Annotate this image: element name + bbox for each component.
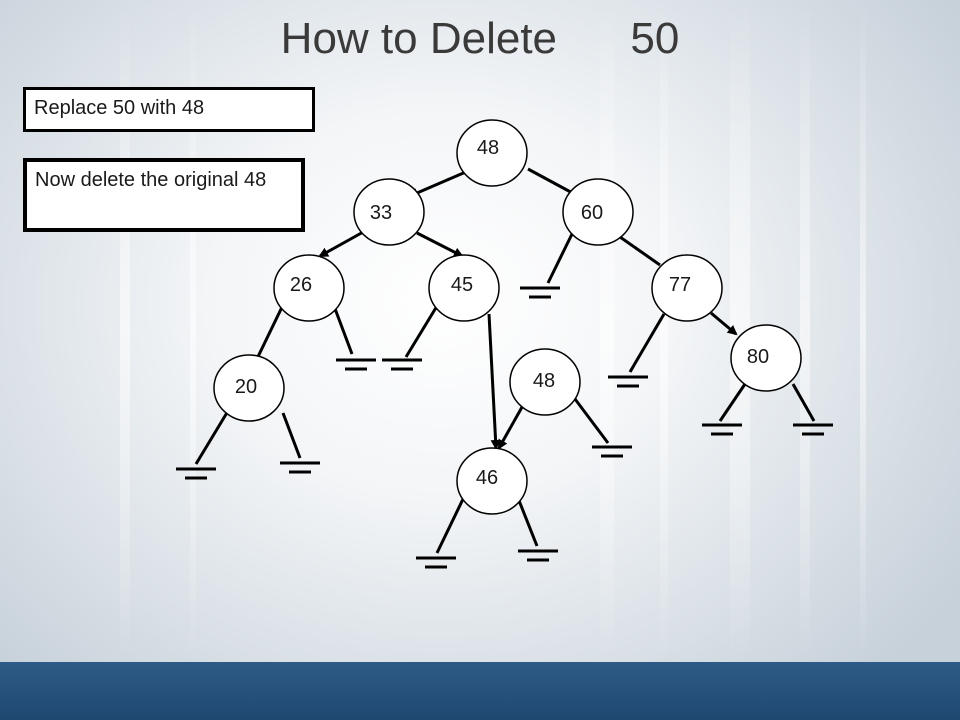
tree-node-label: 45 <box>451 274 473 296</box>
slide-title: How to Delete 50 <box>280 14 680 63</box>
null-pointer-ground-icon <box>520 233 574 299</box>
null-pointer-ground-icon <box>516 497 558 562</box>
edges-layer <box>252 167 738 450</box>
tree-node-circle <box>456 119 528 187</box>
tree-node-45: 45 <box>428 254 500 322</box>
tree-node-label: 26 <box>290 274 312 296</box>
tree-node-33: 33 <box>353 178 425 246</box>
tree-node-circle <box>353 178 425 246</box>
tree-node-label: 77 <box>669 274 691 296</box>
binary-search-tree-diagram: 48 33 60 26 45 77 80 20 48 46 <box>176 119 833 569</box>
edge-77-80 <box>710 311 738 336</box>
tree-node-circle <box>651 254 723 322</box>
tree-node-circle <box>562 178 634 246</box>
edge-48-33 <box>408 169 469 198</box>
null-pointer-ground-icon <box>573 398 632 458</box>
tree-node-label: 80 <box>747 346 769 368</box>
tree-node-label: 48 <box>533 370 555 392</box>
null-pointer-ground-icon <box>280 412 320 474</box>
tree-node-label: 20 <box>235 376 257 398</box>
note-delete-box: Now delete the original 48 <box>23 158 305 232</box>
tree-node-60: 60 <box>562 178 634 246</box>
edge-33-26 <box>318 229 366 258</box>
tree-node-circle <box>509 348 581 416</box>
edge-26-20 <box>252 304 285 367</box>
tree-node-26: 26 <box>273 254 345 322</box>
tree-node-label: 60 <box>581 202 603 224</box>
note-delete-text: Now delete the original 48 <box>35 169 267 191</box>
null-pointer-ground-icon <box>332 305 376 371</box>
tree-node-circle <box>730 324 802 392</box>
footer-bar <box>0 662 960 720</box>
null-pointers-layer <box>176 233 833 569</box>
tree-node-46: 46 <box>456 447 528 515</box>
tree-node-80: 80 <box>730 324 802 392</box>
edge-45-46 <box>487 313 501 450</box>
tree-node-20: 20 <box>213 354 285 422</box>
tree-node-label: 33 <box>370 202 392 224</box>
tree-node-circle <box>213 354 285 422</box>
tree-node-circle <box>456 447 528 515</box>
nodes-layer: 48 33 60 26 45 77 80 20 48 46 <box>213 119 802 515</box>
tree-node-circle <box>428 254 500 322</box>
note-replace-box: Replace 50 with 48 <box>23 87 315 132</box>
background-streaks <box>120 0 866 662</box>
tree-node-circle <box>273 254 345 322</box>
null-pointer-ground-icon <box>702 383 747 436</box>
note-replace-text: Replace 50 with 48 <box>34 97 205 119</box>
tree-node-77: 77 <box>651 254 723 322</box>
null-pointer-ground-icon <box>608 313 666 388</box>
null-pointer-ground-icon <box>176 410 230 480</box>
tree-node-label: 48 <box>477 137 499 159</box>
tree-node-48: 48 <box>456 119 528 187</box>
edge-48-46 <box>497 399 528 450</box>
null-pointer-ground-icon <box>382 305 439 371</box>
null-pointer-ground-icon <box>791 383 833 436</box>
edge-60-77 <box>619 235 661 267</box>
edge-33-45 <box>416 231 464 258</box>
tree-node-48: 48 <box>509 348 581 416</box>
tree-node-label: 46 <box>476 467 498 489</box>
null-pointer-ground-icon <box>416 496 466 569</box>
